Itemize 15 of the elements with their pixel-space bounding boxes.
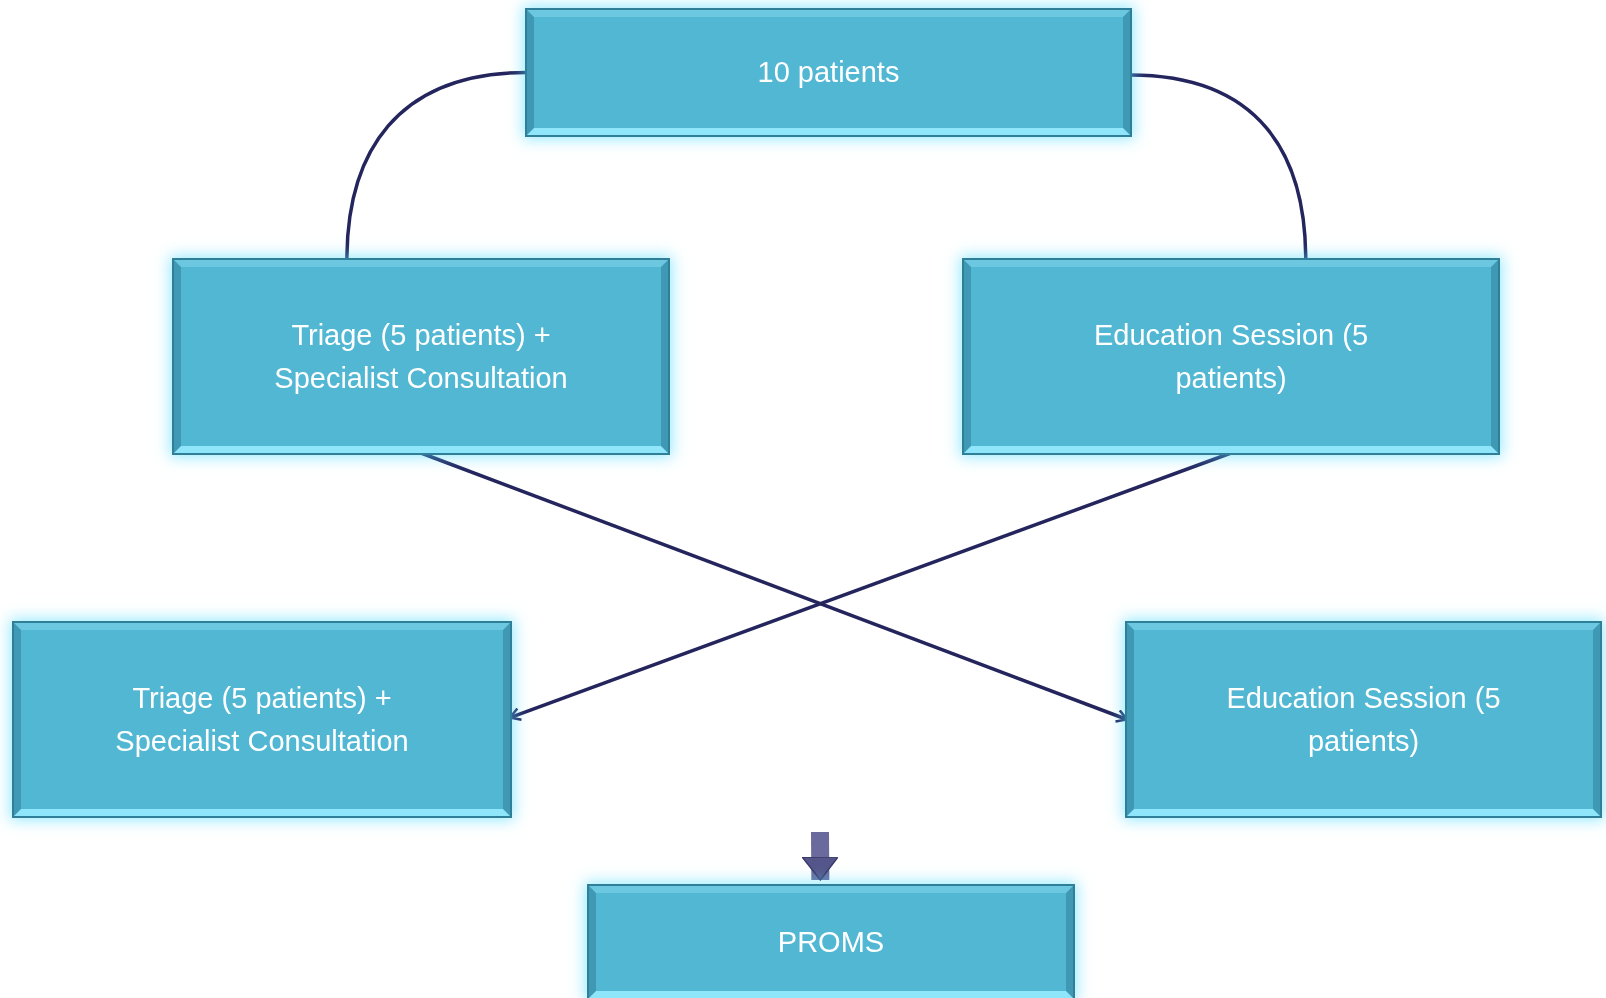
box-label: Education Session (5 patients) xyxy=(1225,681,1502,759)
box-label: Education Session (5 patients) xyxy=(1092,318,1370,396)
process-box xyxy=(527,10,1130,135)
box-label: Triage (5 patients) + Specialist Consultation xyxy=(114,681,410,759)
process-box xyxy=(14,623,510,816)
box-label: Triage (5 patients) + Specialist Consultation xyxy=(273,318,569,396)
process-box xyxy=(174,260,668,453)
process-box xyxy=(1127,623,1600,816)
connector-line xyxy=(1129,73,1308,261)
process-box xyxy=(964,260,1498,453)
arrow xyxy=(801,831,839,881)
box-label: 10 patients xyxy=(756,55,901,91)
connector-line xyxy=(345,70,528,261)
box-label: PROMS xyxy=(776,924,886,960)
process-box xyxy=(589,886,1073,998)
